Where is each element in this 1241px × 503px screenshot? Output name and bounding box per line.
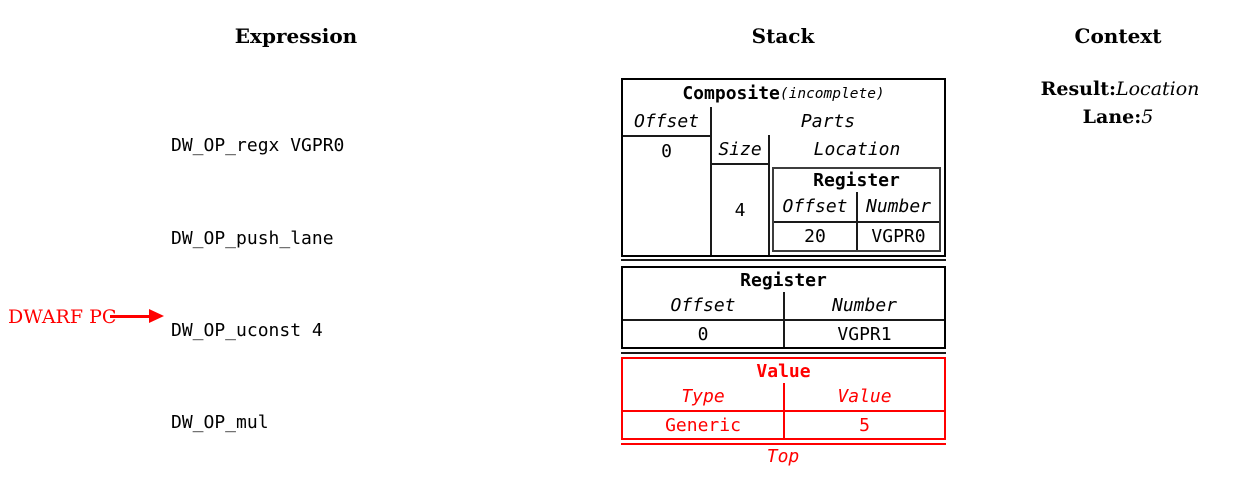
composite-size-value: 4 <box>734 199 746 221</box>
value-type-header: Type <box>681 386 725 407</box>
register-number-header: Number <box>831 295 898 316</box>
stack-top-label: Top <box>766 446 800 467</box>
nested-register-table: Register Offset Number 20 VGPR0 <box>772 167 941 252</box>
divider <box>774 221 939 223</box>
composite-location-header: Location <box>813 138 901 160</box>
divider <box>623 135 710 137</box>
context-column-header: Context <box>1074 24 1162 48</box>
context-lane-line: Lane:5 <box>1083 106 1154 128</box>
nested-register-offset-value: 20 <box>804 226 826 247</box>
lane-value: 5 <box>1141 106 1154 128</box>
register-stack-entry: Register Offset Number 0 VGPR1 <box>621 266 946 349</box>
register-title: Register <box>740 269 827 291</box>
value-value-value: 5 <box>859 414 870 436</box>
nested-register-title: Register <box>813 170 900 191</box>
nested-register-number-header: Number <box>865 196 932 217</box>
nested-register-offset-header: Offset <box>782 196 848 217</box>
dwarf-pc-arrowhead-icon <box>149 309 164 323</box>
register-offset-header: Offset <box>670 295 736 316</box>
lane-label: Lane: <box>1082 106 1142 128</box>
expression-item: DW_OP_uconst 4 <box>171 319 323 341</box>
register-offset-value: 0 <box>697 323 709 345</box>
context-result-line: Result:Location <box>1041 78 1200 100</box>
stack-entry-separator <box>621 352 946 354</box>
stack-top-separator <box>621 443 946 445</box>
expression-column-header: Expression <box>234 24 358 48</box>
result-value: Location <box>1115 78 1200 100</box>
divider <box>710 107 712 255</box>
divider <box>768 135 770 255</box>
result-label: Result: <box>1040 78 1116 100</box>
divider <box>712 163 768 165</box>
stack-entry-separator <box>621 259 946 261</box>
composite-incomplete-note: (incomplete) <box>779 85 885 102</box>
composite-title: Composite <box>682 83 780 104</box>
composite-offset-value: 0 <box>661 140 672 162</box>
expression-item: DW_OP_regx VGPR0 <box>171 135 345 157</box>
register-number-value: VGPR1 <box>837 323 892 345</box>
composite-stack-entry: Composite(incomplete) Offset 0 Parts Siz… <box>621 78 946 257</box>
nested-register-number-value: VGPR0 <box>871 226 926 247</box>
expression-item: DW_OP_mul <box>171 411 269 433</box>
composite-parts-header: Parts <box>800 110 856 132</box>
divider <box>623 410 944 412</box>
composite-size-header: Size <box>718 138 762 160</box>
divider <box>623 319 944 321</box>
expression-list: DW_OP_regx VGPR0 DW_OP_push_lane DW_OP_u… <box>171 70 344 503</box>
expression-item: DW_OP_push_lane <box>171 227 334 249</box>
composite-title-row: Composite(incomplete) <box>623 80 944 107</box>
value-value-header: Value <box>837 386 892 407</box>
stack-column-header: Stack <box>751 24 815 48</box>
composite-offset-header: Offset <box>633 110 700 132</box>
dwarf-pc-label: DWARF PC <box>8 306 117 328</box>
value-stack-entry: Value Type Value Generic 5 <box>621 357 946 440</box>
value-title: Value <box>756 360 811 382</box>
dwarf-pc-arrow <box>110 315 151 318</box>
value-type-value: Generic <box>665 414 741 436</box>
